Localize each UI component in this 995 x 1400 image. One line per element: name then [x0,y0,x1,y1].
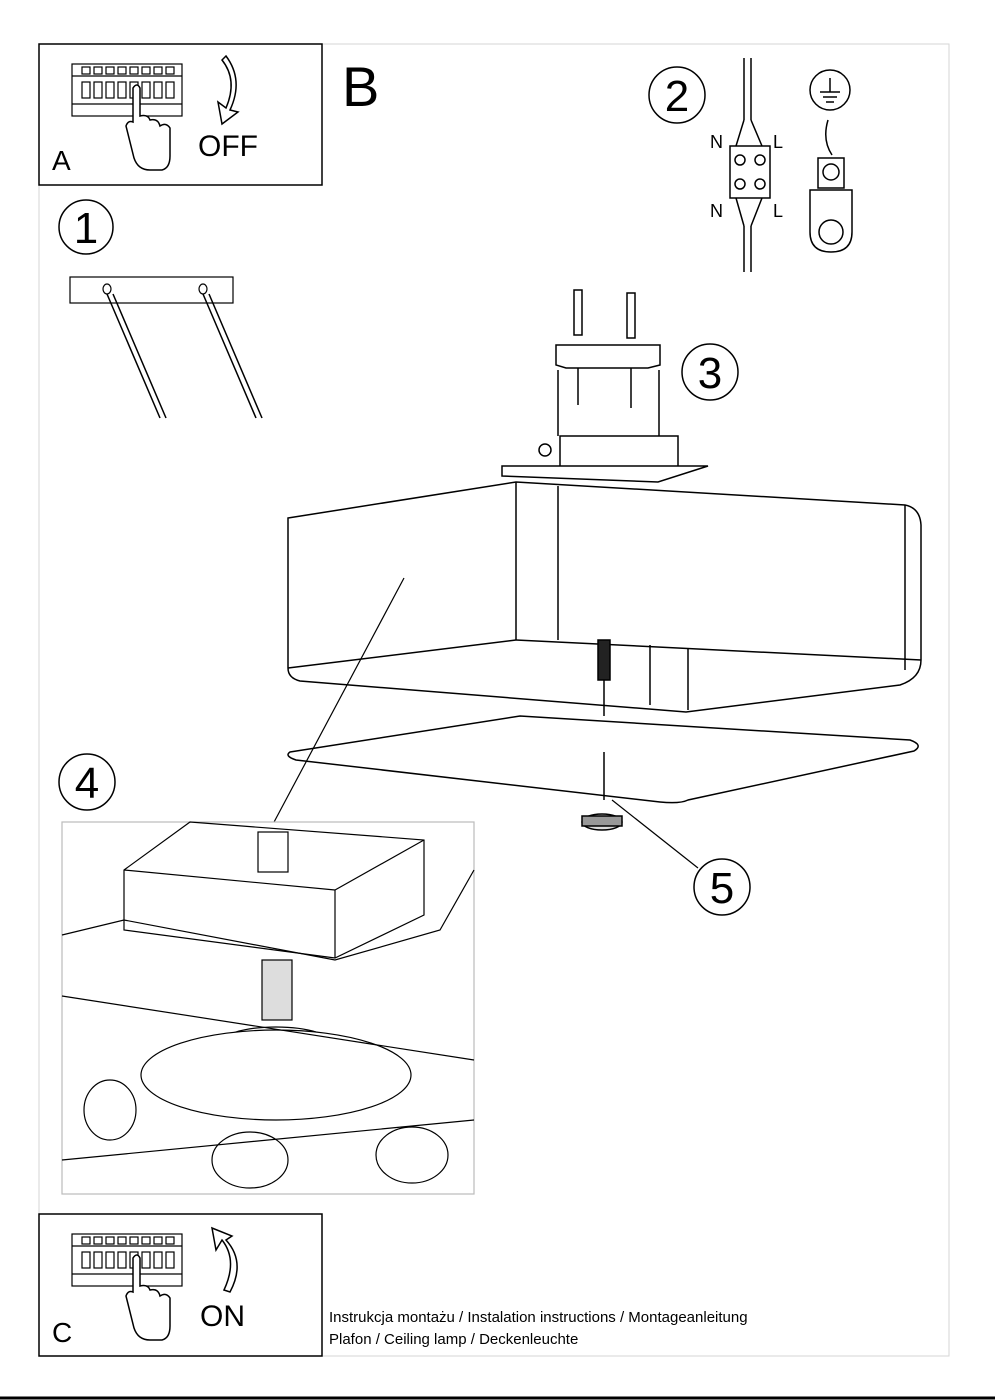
step-4-leader [272,577,405,825]
panel-b-letter: B [342,55,379,118]
step-5-leader [611,799,699,869]
wall-plug-icon [106,293,263,419]
panel-c-box [38,1213,323,1357]
fixing-cap [581,813,623,831]
ground-symbol-icon [809,69,853,253]
hand-pointer-icon [125,1254,171,1341]
panel-a-letter: A [52,145,71,176]
terminal-block-icon [729,58,771,272]
step-4-number: 4 [75,759,99,808]
caption-line-2: Plafon / Ceiling lamp / Deckenleuchte [329,1331,578,1348]
step-1-number: 1 [74,204,98,253]
junction-box [501,435,709,483]
lamp-shade [287,481,922,716]
neutral-top-label: N [710,132,723,152]
drilled-ceiling [69,276,234,304]
step-4-circle [58,753,116,811]
neutral-bottom-label: N [710,201,723,221]
step-3-circle [681,343,739,401]
step-3-number: 3 [698,349,722,398]
step-5-circle [693,858,751,916]
step-1-circle [58,199,114,255]
off-label: OFF [198,130,258,163]
step-2-number: 2 [665,72,689,121]
step-2-circle [648,66,706,124]
live-top-label: L [773,132,783,152]
diffuser-panel [287,715,919,804]
live-bottom-label: L [773,201,783,221]
outer-frame [38,43,950,1357]
hand-pointer-icon [125,84,171,171]
panel-c-letter: C [52,1317,72,1348]
mounting-bracket [555,289,661,436]
panel-a-box [38,43,323,186]
on-label: ON [200,1300,245,1333]
detail-view [61,821,475,1195]
rotate-arrow-icon [211,1226,238,1293]
rotate-arrow-icon [216,54,240,126]
caption-line-1: Instrukcja montażu / Instalation instruc… [329,1309,748,1326]
step-5-number: 5 [710,864,734,913]
